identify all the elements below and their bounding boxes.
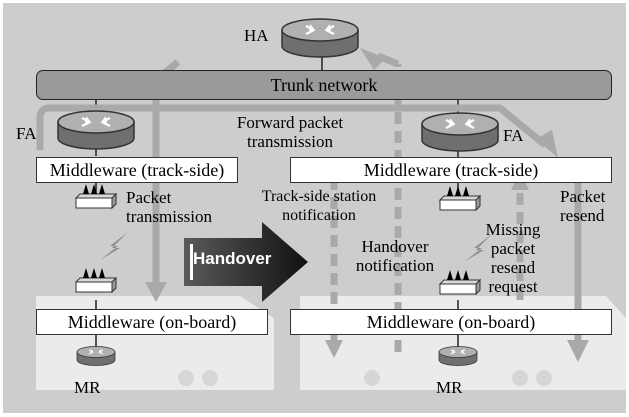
ha-label: HA <box>244 26 269 45</box>
middleware-onboard-right: Middleware (on-board) <box>290 309 612 335</box>
mr-left-router-icon <box>76 346 116 366</box>
handover-notification-line-2: notification <box>355 256 435 275</box>
handover-notification-line-1: Handover <box>361 237 429 256</box>
packet-transmission-line-1: Packet <box>126 188 172 207</box>
fa-left-router-icon <box>56 110 136 150</box>
missing-packet-label: Missing packet resend request <box>478 220 548 296</box>
middleware-onboard-left: Middleware (on-board) <box>36 309 268 335</box>
mr-left-label: MR <box>74 378 101 397</box>
missing-packet-line-1: Missing <box>485 220 541 239</box>
middleware-trackside-left: Middleware (track-side) <box>36 157 238 183</box>
trackside-notification-label: Track-side station notification <box>244 187 394 225</box>
packet-transmission-line-2: transmission <box>126 207 212 226</box>
forward-packet-line-1: Forward packet <box>236 113 344 132</box>
missing-packet-line-4: request <box>488 277 538 296</box>
fa-right-label: FA <box>503 126 524 145</box>
packet-resend-line-2: resend <box>560 206 605 225</box>
handover-arrow <box>184 222 308 302</box>
fa-left-label: FA <box>16 124 37 143</box>
lightning-bolt-icon <box>464 234 492 262</box>
missing-packet-line-3: resend <box>490 258 536 277</box>
handover-notification-label: Handover notification <box>340 237 450 275</box>
ha-router-icon <box>280 18 360 58</box>
packet-transmission-label: Packet transmission <box>126 188 212 226</box>
middleware-trackside-right: Middleware (track-side) <box>290 157 612 183</box>
handover-label: Handover <box>193 249 272 268</box>
mr-right-router-icon <box>438 346 478 366</box>
lightning-bolt-icon <box>100 232 128 260</box>
trunk-network: Trunk network <box>36 70 612 100</box>
forward-packet-line-2: transmission <box>247 132 333 151</box>
fa-right-router-icon <box>420 112 500 152</box>
trackside-notification-line-1: Track-side station <box>261 188 377 205</box>
mr-right-label: MR <box>436 378 463 397</box>
packet-resend-line-1: Packet <box>560 187 606 206</box>
missing-packet-line-2: packet <box>490 239 536 258</box>
packet-resend-label: Packet resend <box>560 187 605 225</box>
forward-packet-arrow <box>36 104 548 150</box>
trackside-notification-line-2: notification <box>282 207 356 224</box>
forward-packet-label: Forward packet transmission <box>210 113 370 151</box>
